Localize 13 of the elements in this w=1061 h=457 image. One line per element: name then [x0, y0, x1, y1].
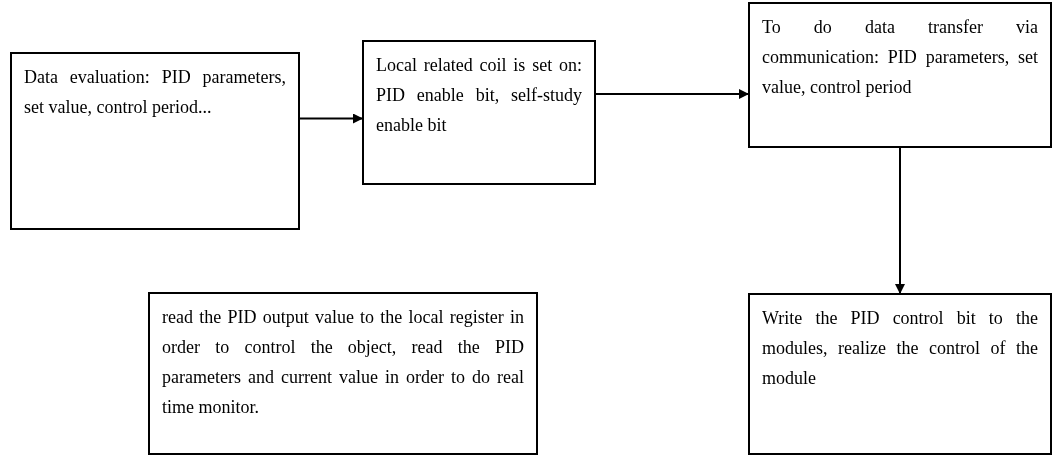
- box-text: To do data transfer via communication: PID parameters, set value, control period: [762, 16, 1038, 99]
- box-text: Write the PID control bit to the modules, realize the control of the module: [762, 307, 1038, 390]
- process-box: [10, 52, 300, 230]
- box-text: Local related coil is set on: PID enable bit, self-study enable bit: [376, 54, 582, 137]
- arrow: [299, 113, 363, 124]
- arrow: [895, 147, 905, 294]
- process-box: [148, 292, 538, 455]
- process-box: [748, 2, 1052, 148]
- process-box: [748, 293, 1052, 455]
- box-text: Data evaluation: PID parameters, set value, control period...: [24, 66, 286, 119]
- arrow: [595, 89, 749, 99]
- process-box: [362, 40, 596, 185]
- box-text: read the PID output value to the local register in order to control the object, read the PID parameters and current value in order to do real time monitor.: [162, 306, 524, 419]
